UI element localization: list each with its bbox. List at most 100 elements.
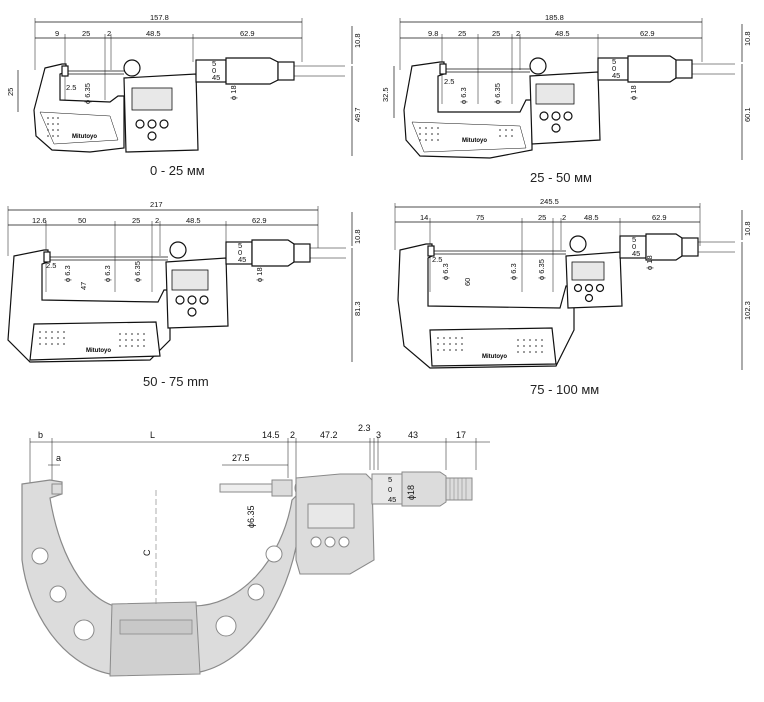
dim-p4-in2: ϕ 6.3 — [441, 263, 450, 280]
mark-p4-b: 0 — [632, 242, 636, 251]
dim-L: L — [150, 430, 155, 440]
dim-p4-r2: 102.3 — [743, 301, 752, 320]
lcd-p2 — [535, 83, 575, 105]
frame-grip-dots-p3 — [39, 331, 145, 347]
panel-p1: 157.8 9 25 2 48.5 62.9 Mitutoyo 5 0 45 1… — [6, 13, 362, 156]
dim-p2-4: 2 — [516, 29, 520, 38]
dim-C: C — [142, 549, 152, 556]
dim-p3-6: 62.9 — [252, 216, 267, 225]
dim-p3-in4: ϕ 6.3 — [103, 265, 112, 282]
mark-p2-a: 5 — [612, 57, 616, 66]
display-housing-p2 — [529, 71, 601, 145]
thimble-p3 — [251, 239, 295, 267]
dim-p3-r2: 81.3 — [353, 301, 362, 316]
caption-p4: 75 - 100 мм — [530, 382, 600, 397]
bottom-anvil — [51, 483, 63, 495]
caption-p1: 0 - 25 мм — [150, 163, 205, 178]
dim-p2-in1: 2.5 — [444, 77, 454, 86]
button-p3-a — [175, 295, 185, 305]
lock-knob-p2 — [529, 57, 547, 75]
button-p3-d — [187, 307, 197, 317]
frame-grip-dots-p1 — [47, 117, 59, 137]
dim-b-27-5: 27.5 — [232, 453, 250, 463]
lcd-p3 — [171, 269, 209, 291]
dim-p4-in4: ϕ 6.3 — [509, 263, 518, 280]
dim-p1-r1: 10.8 — [353, 33, 362, 48]
panel-p3: 217 12.6 50 25 2 48.5 62.9 Mitutoyo 5 0 … — [7, 200, 362, 363]
mark-p2-c: 45 — [612, 71, 620, 80]
lock-knob-p1 — [123, 59, 141, 77]
dim-p1-in3: ϕ 18 — [229, 85, 238, 100]
dim-p4-5: 48.5 — [584, 213, 599, 222]
mark-p1-b: 0 — [212, 66, 216, 75]
mark-p2-b: 0 — [612, 64, 616, 73]
sleeve-p1 — [195, 59, 227, 83]
dim-p2-in2: ϕ 6.3 — [459, 87, 468, 104]
brand-label-p1: Mitutoyo — [72, 134, 97, 140]
bottom-mark-b: 0 — [388, 485, 392, 494]
dim-p3-4: 2 — [155, 216, 159, 225]
dim-p4-in6: ϕ 18 — [645, 255, 654, 270]
dim-p3-in2: ϕ 6.3 — [63, 265, 72, 282]
button-p4-b — [584, 283, 594, 293]
dim-p2-l1: 32.5 — [381, 87, 390, 102]
button-p2-b — [551, 111, 561, 121]
bottom-mark-c: 45 — [388, 495, 396, 504]
dim-p1-4: 48.5 — [146, 29, 161, 38]
dim-p1-r2: 49.7 — [353, 107, 362, 122]
thimble-p1 — [225, 57, 279, 85]
dim-overall-p2: 185.8 — [545, 13, 564, 22]
dim-a: a — [56, 453, 61, 463]
dim-p2-r1: 10.8 — [743, 31, 752, 46]
dim-p4-4: 2 — [562, 213, 566, 222]
dim-p4-2: 75 — [476, 213, 484, 222]
caption-p2: 25 - 50 мм — [530, 170, 592, 185]
dim-p2-in4: ϕ 18 — [629, 85, 638, 100]
dim-p4-in5: ϕ 6.35 — [537, 259, 546, 280]
dim-overall-p1: 157.8 — [150, 13, 169, 22]
dim-p2-r2: 60.1 — [743, 107, 752, 122]
button-p1-d — [147, 131, 157, 141]
dim-p2-1: 9.8 — [428, 29, 438, 38]
bottom-spindle — [219, 483, 273, 493]
dim-p4-3: 25 — [538, 213, 546, 222]
panel-p4: 245.5 14 75 25 2 48.5 62.9 Mitutoyo 5 0 … — [394, 197, 752, 370]
brand-label-p4: Mitutoyo — [482, 354, 507, 360]
dim-phi-18: ϕ18 — [406, 485, 416, 500]
bottom-sleeve — [371, 473, 403, 505]
bottom-grip-pad — [109, 601, 201, 677]
button-p3-c — [199, 295, 209, 305]
mark-p1-c: 45 — [212, 73, 220, 82]
bottom-button-a — [310, 536, 322, 548]
dim-p2-3: 25 — [492, 29, 500, 38]
dim-p1-in1: 2.5 — [66, 83, 76, 92]
button-p1-a — [135, 119, 145, 129]
dim-b-43: 43 — [408, 430, 418, 440]
frame-hole-1 — [31, 547, 49, 565]
dim-p1-in2: ϕ 6.35 — [83, 83, 92, 104]
dim-p4-in3: 60 — [463, 278, 472, 286]
bottom-button-b — [324, 536, 336, 548]
mark-p4-c: 45 — [632, 249, 640, 258]
dim-p4-6: 62.9 — [652, 213, 667, 222]
dim-b-17: 17 — [456, 430, 466, 440]
dim-phi-6-35: ϕ6.35 — [246, 505, 256, 528]
button-p3-b — [187, 295, 197, 305]
bottom-button-c — [338, 536, 350, 548]
mark-p3-b: 0 — [238, 248, 242, 257]
grip-pad-p4 — [429, 327, 557, 367]
dim-p3-in3: 47 — [79, 282, 88, 290]
frame-hole-3 — [73, 619, 95, 641]
bottom-thimble — [401, 471, 447, 507]
button-p4-d — [584, 293, 594, 303]
dim-p3-in6: ϕ 18 — [255, 267, 264, 282]
frame-hole-5 — [247, 583, 265, 601]
dim-p4-1: 14 — [420, 213, 428, 222]
bottom-ratchet — [445, 477, 473, 501]
dim-b-3: 3 — [376, 430, 381, 440]
brand-label-p2: Mitutoyo — [462, 138, 487, 144]
dim-p3-3: 25 — [132, 216, 140, 225]
dim-p3-5: 48.5 — [186, 216, 201, 225]
frame-grip-dots-p4 — [437, 337, 543, 353]
